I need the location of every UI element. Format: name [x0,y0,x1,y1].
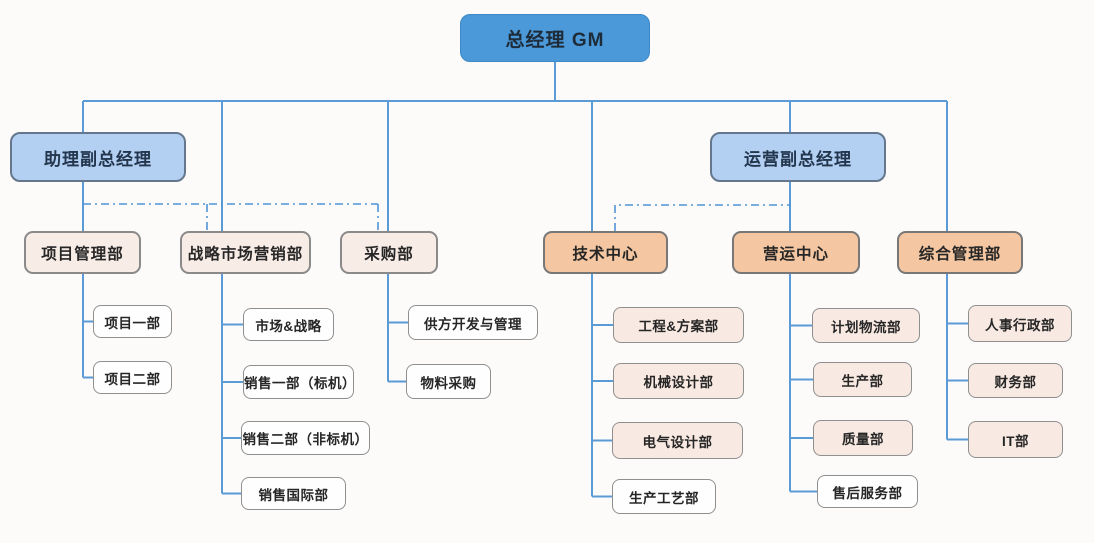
node-supplier-development-management: 供方开发与管理 [408,305,538,340]
node-quality-dept: 质量部 [813,420,913,456]
node-material-procurement: 物料采购 [406,364,491,399]
node-finance-dept: 财务部 [968,363,1063,398]
node-general-manager: 总经理 GM [460,14,650,62]
solid-connectors [82,62,968,498]
node-hr-admin-dept: 人事行政部 [968,305,1072,342]
node-operations-center: 营运中心 [732,231,860,274]
node-project-div-1: 项目一部 [93,305,172,338]
node-project-div-2: 项目二部 [93,361,172,394]
dash-dot-connectors [83,203,790,231]
node-after-sales-service-dept: 售后服务部 [817,475,918,508]
node-engineering-solutions-dept: 工程&方案部 [613,307,744,343]
node-strategic-marketing-dept: 战略市场营销部 [180,231,311,274]
node-mechanical-design-dept: 机械设计部 [613,363,744,399]
node-assistant-vice-gm: 助理副总经理 [10,132,186,182]
node-production-dept: 生产部 [813,362,912,397]
node-project-management-dept: 项目管理部 [24,231,141,274]
node-sales-div-1-standard: 销售一部（标机） [243,365,356,399]
node-procurement-dept: 采购部 [340,231,438,274]
node-sales-div-2-nonstandard: 销售二部（非标机） [241,421,370,455]
node-operations-vice-gm: 运营副总经理 [710,132,886,182]
node-market-strategy: 市场&战略 [243,308,334,341]
node-it-dept: IT部 [968,421,1063,458]
node-electrical-design-dept: 电气设计部 [612,422,743,459]
node-technology-center: 技术中心 [543,231,668,274]
node-planning-logistics-dept: 计划物流部 [812,308,920,343]
node-general-management-dept: 综合管理部 [897,231,1023,274]
node-international-sales-dept: 销售国际部 [241,477,346,510]
node-production-process-dept: 生产工艺部 [612,479,716,514]
